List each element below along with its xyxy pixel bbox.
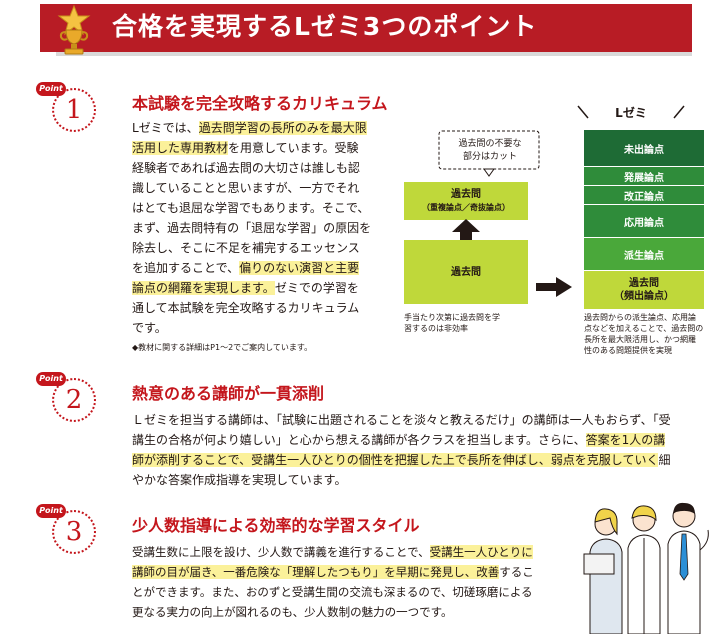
point-2-body: Ｌゼミを担当する講師は、「試験に出題されることを淡々と教えるだけ」の講師は一人も… (132, 413, 671, 487)
header-underline (56, 52, 692, 56)
point-1-body: Lゼミでは、過去問学習の長所のみを最大限 活用した専用教材を用意しています。受験… (132, 121, 372, 335)
students-illustration (583, 502, 709, 634)
stack-item-unexamined: 未出論点 (584, 130, 704, 166)
stack-item-revision: 改正論点 (584, 185, 704, 204)
stack-item-past-exam: 過去問 （頻出論点） (584, 270, 704, 309)
speech-bubble-text: 過去問の不要な 部分はカット (458, 139, 522, 162)
header-banner (40, 4, 692, 52)
point-3-body: 受講生数に上限を設け、少人数で講義を進行することで、受講生一人ひとりに 講師の目… (132, 545, 534, 619)
point-number: 3 (65, 517, 83, 547)
stack-item-advanced: 発展論点 (584, 166, 704, 185)
left-caption: 手当たり次第に過去問を学 習するのは非効率 (404, 313, 500, 333)
lzemi-stack: 未出論点 発展論点 改正論点 応用論点 派生論点 過去問 （頻出論点） (584, 130, 704, 309)
lzemi-label: Lゼミ (615, 106, 647, 120)
speech-bubble (438, 130, 540, 177)
page-title: 合格を実現するLゼミ3つのポイント (112, 12, 538, 41)
arrow-right-icon (536, 277, 572, 297)
point-1-heading: 本試験を完全攻略するカリキュラム (132, 94, 388, 113)
point-number: 2 (65, 385, 83, 415)
point-badge-3: Point 3 (36, 500, 96, 556)
past-exam-bottom-box: 過去問 (404, 240, 528, 304)
right-caption: 過去問からの派生論点、応用論 点などを加えることで、過去問の 長所を最大限活用し… (584, 313, 704, 355)
lzemi-label-marks (577, 105, 685, 119)
point-3-heading: 少人数指導による効率的な学習スタイル (132, 516, 420, 535)
point-badge-1: Point 1 (36, 78, 96, 134)
point-2-heading: 熱意のある講師が一貫添削 (132, 384, 325, 403)
past-exam-top-box: 過去問 （重複論点／奇抜論点） (404, 182, 528, 220)
point-number: 1 (65, 95, 83, 125)
trophy-icon (57, 4, 91, 55)
stack-item-derived: 派生論点 (584, 237, 704, 270)
stack-item-applied: 応用論点 (584, 204, 704, 237)
arrow-up-icon (452, 219, 480, 243)
point-1-note: ◆教材に関する詳細はP1～2でご案内しています。 (132, 343, 313, 352)
curriculum-diagram: Lゼミ 過去問の不要な 部分はカット 過去問 （重複論点／奇抜論点） 過去問 手… (388, 100, 708, 362)
point-badge-2: Point 2 (36, 368, 96, 424)
